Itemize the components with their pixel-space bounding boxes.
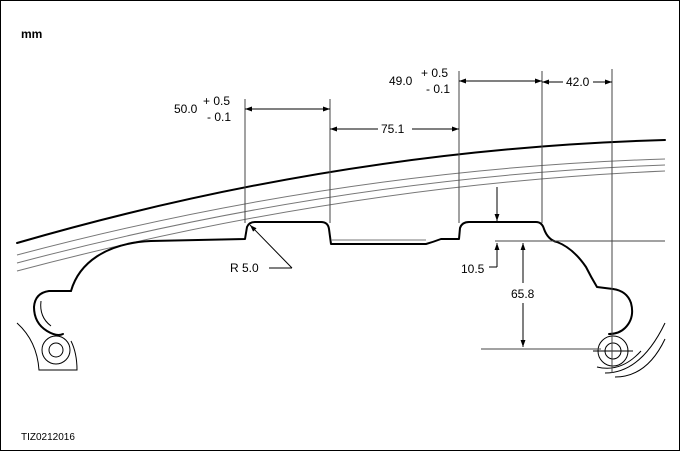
unit-label: mm [21, 27, 42, 41]
dim-height: 65.8 [511, 287, 535, 301]
tire-outer-curve [16, 139, 666, 244]
tire-ply-line-3 [16, 170, 666, 272]
left-tire-arc [16, 322, 78, 371]
dim-bead-seat-left-tol-minus: - 0.1 [207, 110, 231, 124]
left-bead-inner [48, 342, 64, 358]
dim-bead-seat-right-nominal: 49.0 [389, 74, 413, 88]
left-flange [33, 290, 72, 336]
right-tire-arc-3 [614, 338, 666, 378]
dim-radius: R 5.0 [230, 261, 259, 275]
dim-bead-seat-left-nominal: 50.0 [174, 102, 198, 116]
dim-well-width: 75.1 [381, 122, 405, 136]
left-bead-outer [41, 335, 71, 365]
dim-bead-seat-left-tol-plus: + 0.5 [203, 94, 230, 108]
rim-profile-line [70, 221, 614, 292]
right-tire-arc-1 [596, 350, 642, 369]
dim-hump-depth: 10.5 [461, 262, 485, 276]
radius-leader-line [249, 224, 293, 269]
left-flange-inner [40, 300, 52, 327]
figure-code: TIZ0212016 [21, 432, 75, 443]
tire-ply-line-2 [16, 164, 666, 264]
dim-bead-seat-right-tol-plus: + 0.5 [421, 66, 448, 80]
dim-flange-width: 42.0 [566, 75, 590, 89]
tire-ply-line-1 [16, 158, 666, 256]
dim-bead-seat-right-tol-minus: - 0.1 [426, 82, 450, 96]
right-flange [608, 288, 634, 335]
